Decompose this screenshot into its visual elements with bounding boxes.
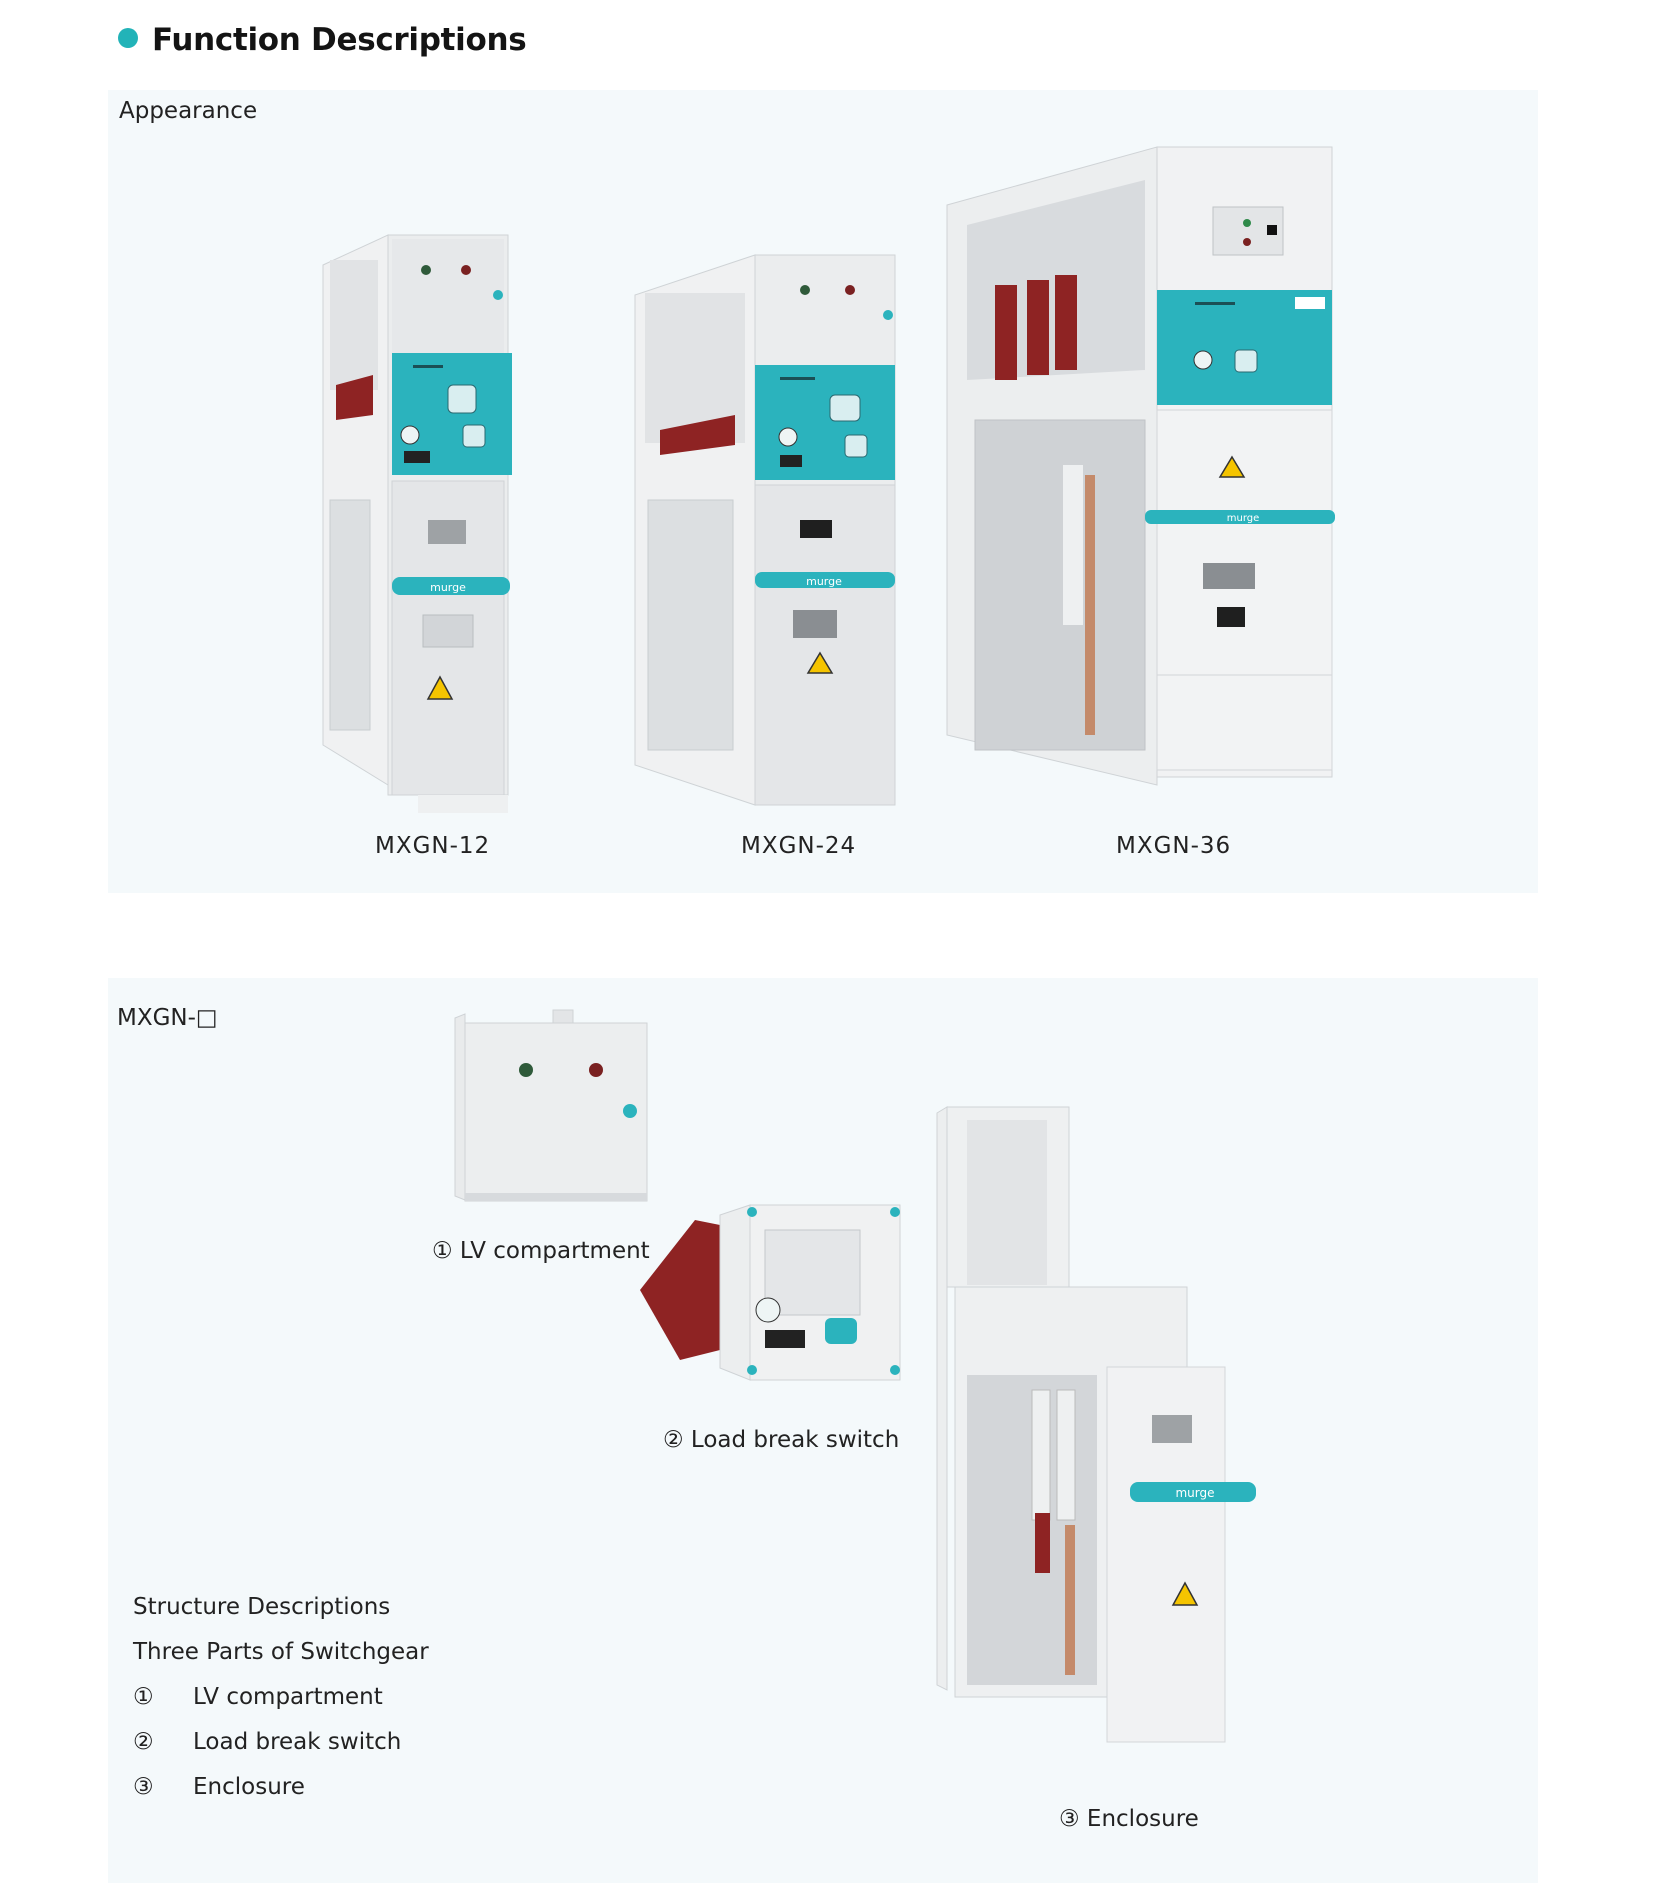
list-item-text: Enclosure xyxy=(193,1773,305,1800)
section-header: Function Descriptions xyxy=(118,22,527,58)
list-item-text: LV compartment xyxy=(193,1683,383,1710)
lv-compartment-caption: ① LV compartment xyxy=(432,1238,650,1264)
cabinet-mxgn-24-image: murge xyxy=(634,254,896,806)
lv-compartment-image xyxy=(454,1009,648,1202)
cabinet-mxgn-36-image: murge xyxy=(946,146,1335,786)
enclosure-caption: ③ Enclosure xyxy=(1059,1806,1199,1832)
brand-label: murge xyxy=(1227,513,1260,524)
brand-label: murge xyxy=(430,581,466,594)
section-title: Function Descriptions xyxy=(152,22,527,58)
list-item-number: ① xyxy=(133,1683,154,1710)
model-name-mxgn-24: MXGN-24 xyxy=(741,833,857,859)
cabinet-mxgn-12-image: murge xyxy=(322,234,512,813)
list-item-number: ② xyxy=(133,1728,154,1755)
structure-descriptions-subheading: Three Parts of Switchgear xyxy=(133,1638,429,1665)
brand-label: murge xyxy=(806,575,842,588)
list-item-number: ③ xyxy=(133,1773,154,1800)
structure-descriptions-heading: Structure Descriptions xyxy=(133,1593,391,1620)
list-item: ③ Enclosure xyxy=(133,1764,429,1809)
model-name-mxgn-12: MXGN-12 xyxy=(375,833,491,859)
appearance-label: Appearance xyxy=(119,98,258,124)
model-name-mxgn-36: MXGN-36 xyxy=(1116,833,1232,859)
list-item: ② Load break switch xyxy=(133,1719,429,1764)
load-break-switch-image xyxy=(640,1204,901,1381)
bullet-dot-icon xyxy=(118,28,138,48)
structure-descriptions: Structure Descriptions Three Parts of Sw… xyxy=(133,1584,429,1809)
structure-panel xyxy=(108,978,1538,1883)
list-item-text: Load break switch xyxy=(193,1728,402,1755)
load-break-switch-caption: ② Load break switch xyxy=(663,1427,900,1453)
enclosure-image: murge xyxy=(936,1106,1256,1743)
list-item: ① LV compartment xyxy=(133,1674,429,1719)
structure-panel-label: MXGN-□ xyxy=(117,1005,218,1031)
brand-label: murge xyxy=(1175,1486,1214,1500)
